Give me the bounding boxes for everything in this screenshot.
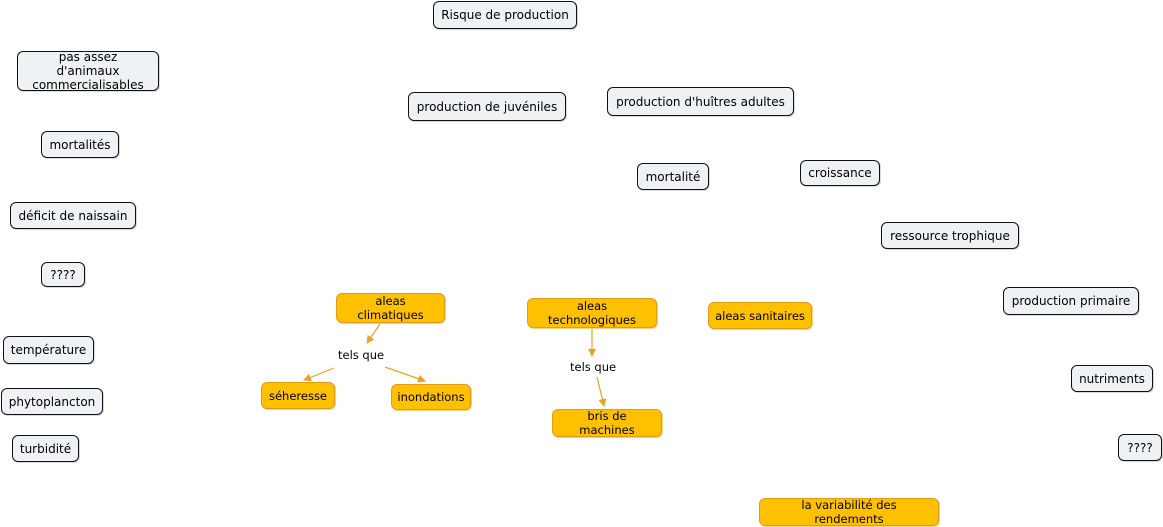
concept-production-primaire[interactable]: production primaire [1003, 287, 1139, 315]
concept-ressource-trophique[interactable]: ressource trophique [881, 222, 1019, 249]
link-label-tels-que-climatiques: tels que [338, 348, 385, 362]
concept-croissance[interactable]: croissance [800, 160, 880, 186]
concept-phytoplancton[interactable]: phytoplancton [1, 388, 103, 415]
concept-production-huitres[interactable]: production d'huîtres adultes [607, 87, 794, 116]
concept-turbidite[interactable]: turbidité [12, 435, 79, 462]
concept-inconnu-droite[interactable]: ???? [1118, 434, 1162, 461]
concept-seheresse[interactable]: séheresse [261, 382, 335, 409]
concept-inconnu-gauche[interactable]: ???? [41, 262, 85, 287]
concept-deficit-naissain[interactable]: déficit de naissain [10, 202, 136, 229]
concept-bris-machines[interactable]: bris de machines [552, 409, 662, 437]
concept-mortalites[interactable]: mortalités [41, 131, 119, 158]
concept-temperature[interactable]: température [3, 336, 94, 364]
arrow-tels-que-to-bris [596, 376, 607, 407]
concept-nutriments[interactable]: nutriments [1071, 365, 1153, 392]
concept-mortalite[interactable]: mortalité [637, 163, 709, 190]
concept-aleas-sanitaires[interactable]: aleas sanitaires [708, 302, 812, 329]
concept-risque-production[interactable]: Risque de production [433, 1, 577, 29]
concept-variabilite-rendements[interactable]: la variabilité des rendements [759, 498, 939, 526]
link-label-tels-que-technologiques: tels que [570, 360, 617, 374]
concept-production-juveniles[interactable]: production de juvéniles [408, 92, 566, 121]
concept-aleas-climatiques[interactable]: aleas climatiques [336, 293, 445, 323]
concept-aleas-technologiques[interactable]: aleas technologiques [527, 298, 657, 328]
concept-inondations[interactable]: inondations [391, 384, 471, 410]
arrow-climatiques-to-tels-que [366, 323, 381, 344]
arrow-tels-que-to-seheresse [303, 367, 335, 382]
concept-pas-assez-animaux[interactable]: pas assez d'animaux commercialisables [17, 50, 159, 92]
arrow-tels-que-to-inondations [384, 366, 426, 383]
